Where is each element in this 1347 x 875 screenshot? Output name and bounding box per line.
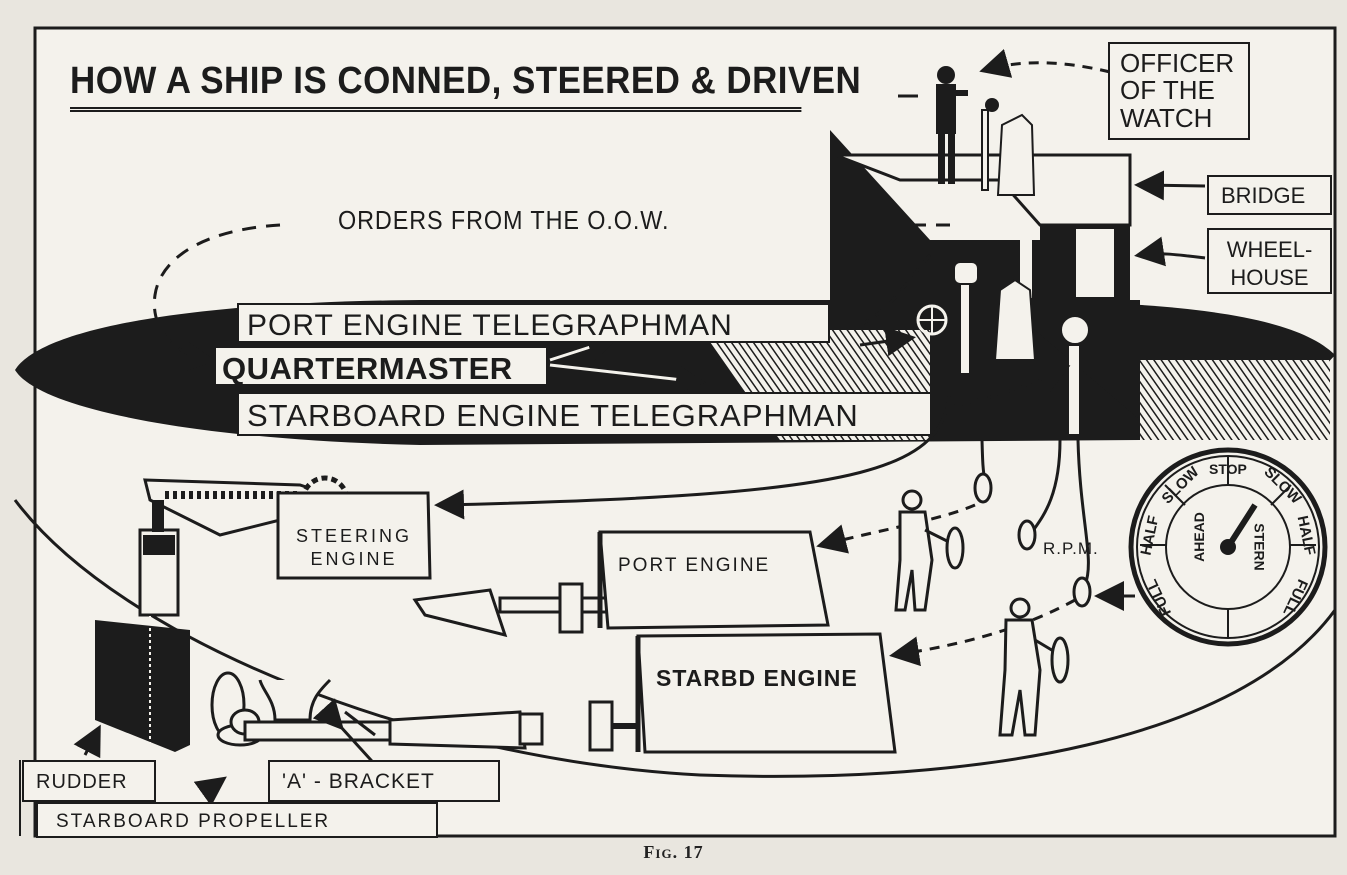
steering-engine-block <box>276 491 432 580</box>
a-bracket-label: 'A' - BRACKET <box>268 760 500 802</box>
steering-engine-label: STEERING ENGINE <box>278 525 430 570</box>
port-engine-block <box>598 530 830 630</box>
dial-stop: STOP <box>1209 461 1247 477</box>
dial-ahead: AHEAD <box>1190 512 1207 562</box>
orders-line-left <box>152 223 281 372</box>
starboard-telegraph <box>1060 315 1090 436</box>
wheelhouse-label: WHEEL- HOUSE <box>1207 228 1332 294</box>
telegraph-dial <box>1128 447 1328 647</box>
port-shaft <box>498 596 612 614</box>
wheelhouse-window <box>1020 228 1032 298</box>
officer-line-2: OF THE <box>1120 75 1215 106</box>
steering-wheel <box>916 304 948 336</box>
orders-text: ORDERS FROM THE O.O.W. <box>338 205 670 235</box>
wheelhouse-line-2: HOUSE <box>1230 264 1309 290</box>
steering-cable <box>434 379 952 520</box>
a-bracket-shape <box>258 678 332 722</box>
port-telegraph <box>953 261 979 375</box>
officer-figure <box>936 66 968 184</box>
steering-engine-line-2: ENGINE <box>310 548 398 569</box>
port-engine-rating <box>894 489 965 612</box>
hull-outline <box>13 499 1337 778</box>
officer-of-watch-label: OFFICER OF THE WATCH <box>1108 42 1250 140</box>
port-engine-label: PORT ENGINE <box>618 555 771 576</box>
wheelhouse-line-1: WHEEL- <box>1226 237 1313 262</box>
figure-caption: Fig. 17 <box>643 842 704 862</box>
compass-binnacle <box>993 278 1037 361</box>
officer-line-1: OFFICER <box>1120 48 1235 78</box>
starboard-cable <box>1076 439 1090 586</box>
bridge-label: BRIDGE <box>1207 175 1332 215</box>
starboard-propeller-label: STARBOARD PROPELLER <box>36 802 438 838</box>
starboard-engine-rating <box>998 597 1070 737</box>
quartermaster-label: QUARTERMASTER <box>214 346 548 386</box>
starboard-engine-block <box>636 632 897 754</box>
wheelhouse-door <box>1074 227 1116 299</box>
rudder-label: RUDDER <box>22 760 156 802</box>
diagram-title: HOW A SHIP IS CONNED, STEERED & DRIVEN <box>70 60 861 112</box>
bridge-instruments <box>981 98 1036 196</box>
officer-line-3: WATCH <box>1120 102 1213 133</box>
qm-arrow-port <box>549 333 618 362</box>
qm-arrow-starboard <box>549 363 706 395</box>
rpm-label: R.P.M. <box>1043 539 1099 558</box>
starboard-engine-label: STARBD ENGINE <box>656 665 858 691</box>
port-telegraphman-label: PORT ENGINE TELEGRAPHMAN <box>237 303 830 343</box>
steering-engine-line-1: STEERING <box>295 526 412 546</box>
dial-astern: STERN <box>1251 523 1268 571</box>
bridge-deck <box>834 153 1132 227</box>
deck-hatching-right <box>1140 360 1330 440</box>
rudder-shape <box>95 620 190 752</box>
starboard-telegraphman-label: STARBOARD ENGINE TELEGRAPHMAN <box>237 392 932 436</box>
